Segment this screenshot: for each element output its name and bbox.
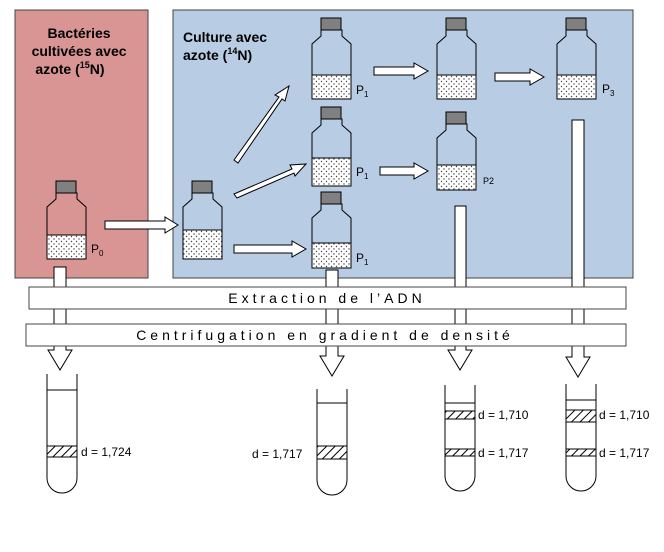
flask-p0 — [46, 180, 87, 260]
tube-4-band-top — [565, 409, 597, 423]
flask-p0-label: P0 — [91, 242, 104, 258]
extraction-bar-label: Extraction de l’ADN — [228, 290, 425, 306]
tube-3-band-bottom — [444, 448, 476, 457]
left-panel-title: Bactéries cultivées avec azote (15N) — [32, 25, 131, 77]
tube-1-label: d = 1,724 — [81, 445, 132, 459]
flask-p1-top-label: P1 — [356, 83, 369, 99]
flask-p1-middle-label: P1 — [356, 165, 369, 181]
flask-p2-label: P2 — [483, 176, 494, 186]
flask-p1-middle — [311, 106, 352, 187]
arrow-p1-top-to-next — [373, 62, 430, 80]
down-arrow-p0 — [47, 266, 73, 371]
tube-2-label: d = 1,717 — [252, 447, 303, 461]
tube-3-label-bottom: d = 1,717 — [478, 446, 529, 460]
flask-culture-start — [182, 180, 223, 260]
arrow-to-p1-top — [233, 84, 290, 164]
flask-p2 — [436, 111, 477, 191]
flask-p3-label: P3 — [602, 82, 615, 98]
right-panel-title: Culture avec azote (14N) — [183, 29, 271, 63]
tube-4-band-bottom — [565, 448, 597, 457]
tube-4 — [565, 384, 597, 492]
flask-p1-top — [311, 17, 352, 100]
flask-p3 — [556, 17, 597, 100]
down-arrow-p1 — [319, 269, 345, 377]
tube-3-band-top — [444, 410, 476, 420]
tube-4-label-top: d = 1,710 — [599, 408, 650, 422]
tube-1-band — [46, 445, 78, 458]
flask-top-chain-second — [436, 17, 477, 100]
extraction-bar — [28, 286, 627, 310]
centrifugation-bar — [25, 323, 627, 347]
down-arrow-p3 — [565, 119, 591, 378]
tube-3 — [444, 385, 476, 492]
arrow-p1-middle-to-p2 — [379, 162, 430, 180]
left-panel — [14, 9, 149, 279]
tube-3-label-top: d = 1,710 — [478, 408, 529, 422]
arrow-to-p1-bottom — [233, 240, 308, 258]
tube-1 — [46, 374, 78, 494]
arrow-to-p1-middle — [233, 163, 308, 199]
arrow-p0-to-culture — [104, 216, 179, 234]
arrow-to-p3 — [494, 68, 546, 86]
tube-2 — [316, 389, 348, 496]
process-arrows — [104, 62, 546, 258]
flask-p1-bottom-label: P1 — [356, 251, 369, 267]
flask-p1-bottom — [311, 191, 352, 269]
tube-4-label-bottom: d = 1,717 — [599, 446, 650, 460]
centrifugation-bar-label: Centrifugation en gradient de densité — [136, 327, 514, 343]
tube-2-band — [316, 445, 348, 460]
